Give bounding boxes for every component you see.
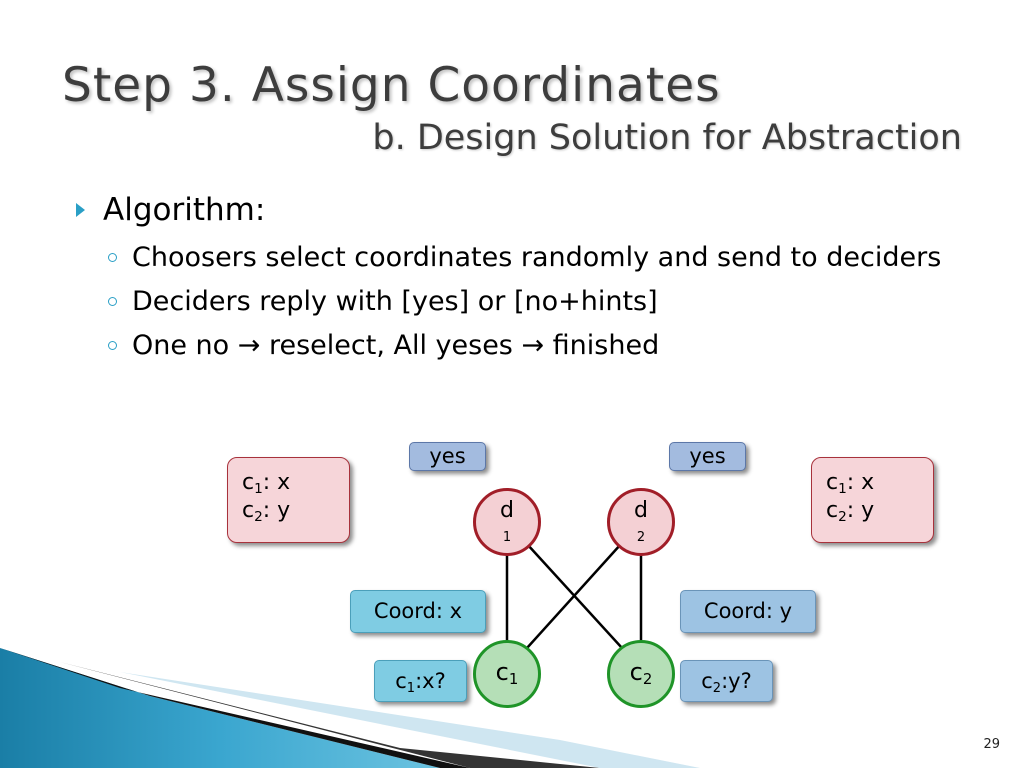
ring-bullet-icon	[108, 253, 117, 262]
slide-title: Step 3. Assign Coordinates	[62, 58, 721, 113]
decider-node-d1: d 1	[473, 488, 541, 556]
state-line: c1: x	[242, 470, 291, 497]
state-line: c2: y	[242, 498, 291, 525]
state-line: c2: y	[826, 498, 875, 525]
query-c1-box: c1:x?	[374, 660, 467, 702]
subbullet-item: Choosers select coordinates randomly and…	[108, 238, 968, 278]
yes-reply-left: yes	[409, 442, 486, 471]
decider-node-d2: d 2	[607, 488, 675, 556]
subbullet-text: Deciders reply with [yes] or [no+hints]	[132, 286, 658, 317]
bullet-algorithm: Algorithm:	[76, 192, 265, 228]
yes-reply-right: yes	[669, 442, 746, 471]
decider-state-right: c1: x c2: y	[811, 457, 934, 543]
subbullet-text: Choosers select coordinates randomly and…	[132, 242, 942, 273]
query-c2-box: c2:y?	[680, 660, 773, 702]
page-number: 29	[983, 737, 1000, 752]
ring-bullet-icon	[108, 341, 117, 350]
slide-subtitle: b. Design Solution for Abstraction	[372, 118, 962, 158]
subbullet-text: One no → reselect, All yeses → finished	[132, 330, 660, 361]
chooser-node-c2: c2	[607, 640, 675, 708]
chooser-node-c1: c1	[473, 640, 541, 708]
subbullet-item: Deciders reply with [yes] or [no+hints]	[108, 282, 968, 322]
coord-y-box: Coord: y	[680, 590, 816, 633]
bullet-text: Algorithm:	[103, 192, 266, 228]
triangle-bullet-icon	[76, 203, 85, 217]
coord-x-box: Coord: x	[350, 590, 486, 633]
state-line: c1: x	[826, 470, 875, 497]
subbullet-list: Choosers select coordinates randomly and…	[108, 238, 968, 370]
decider-state-left: c1: x c2: y	[227, 457, 350, 543]
ring-bullet-icon	[108, 297, 117, 306]
subbullet-item: One no → reselect, All yeses → finished	[108, 326, 968, 366]
